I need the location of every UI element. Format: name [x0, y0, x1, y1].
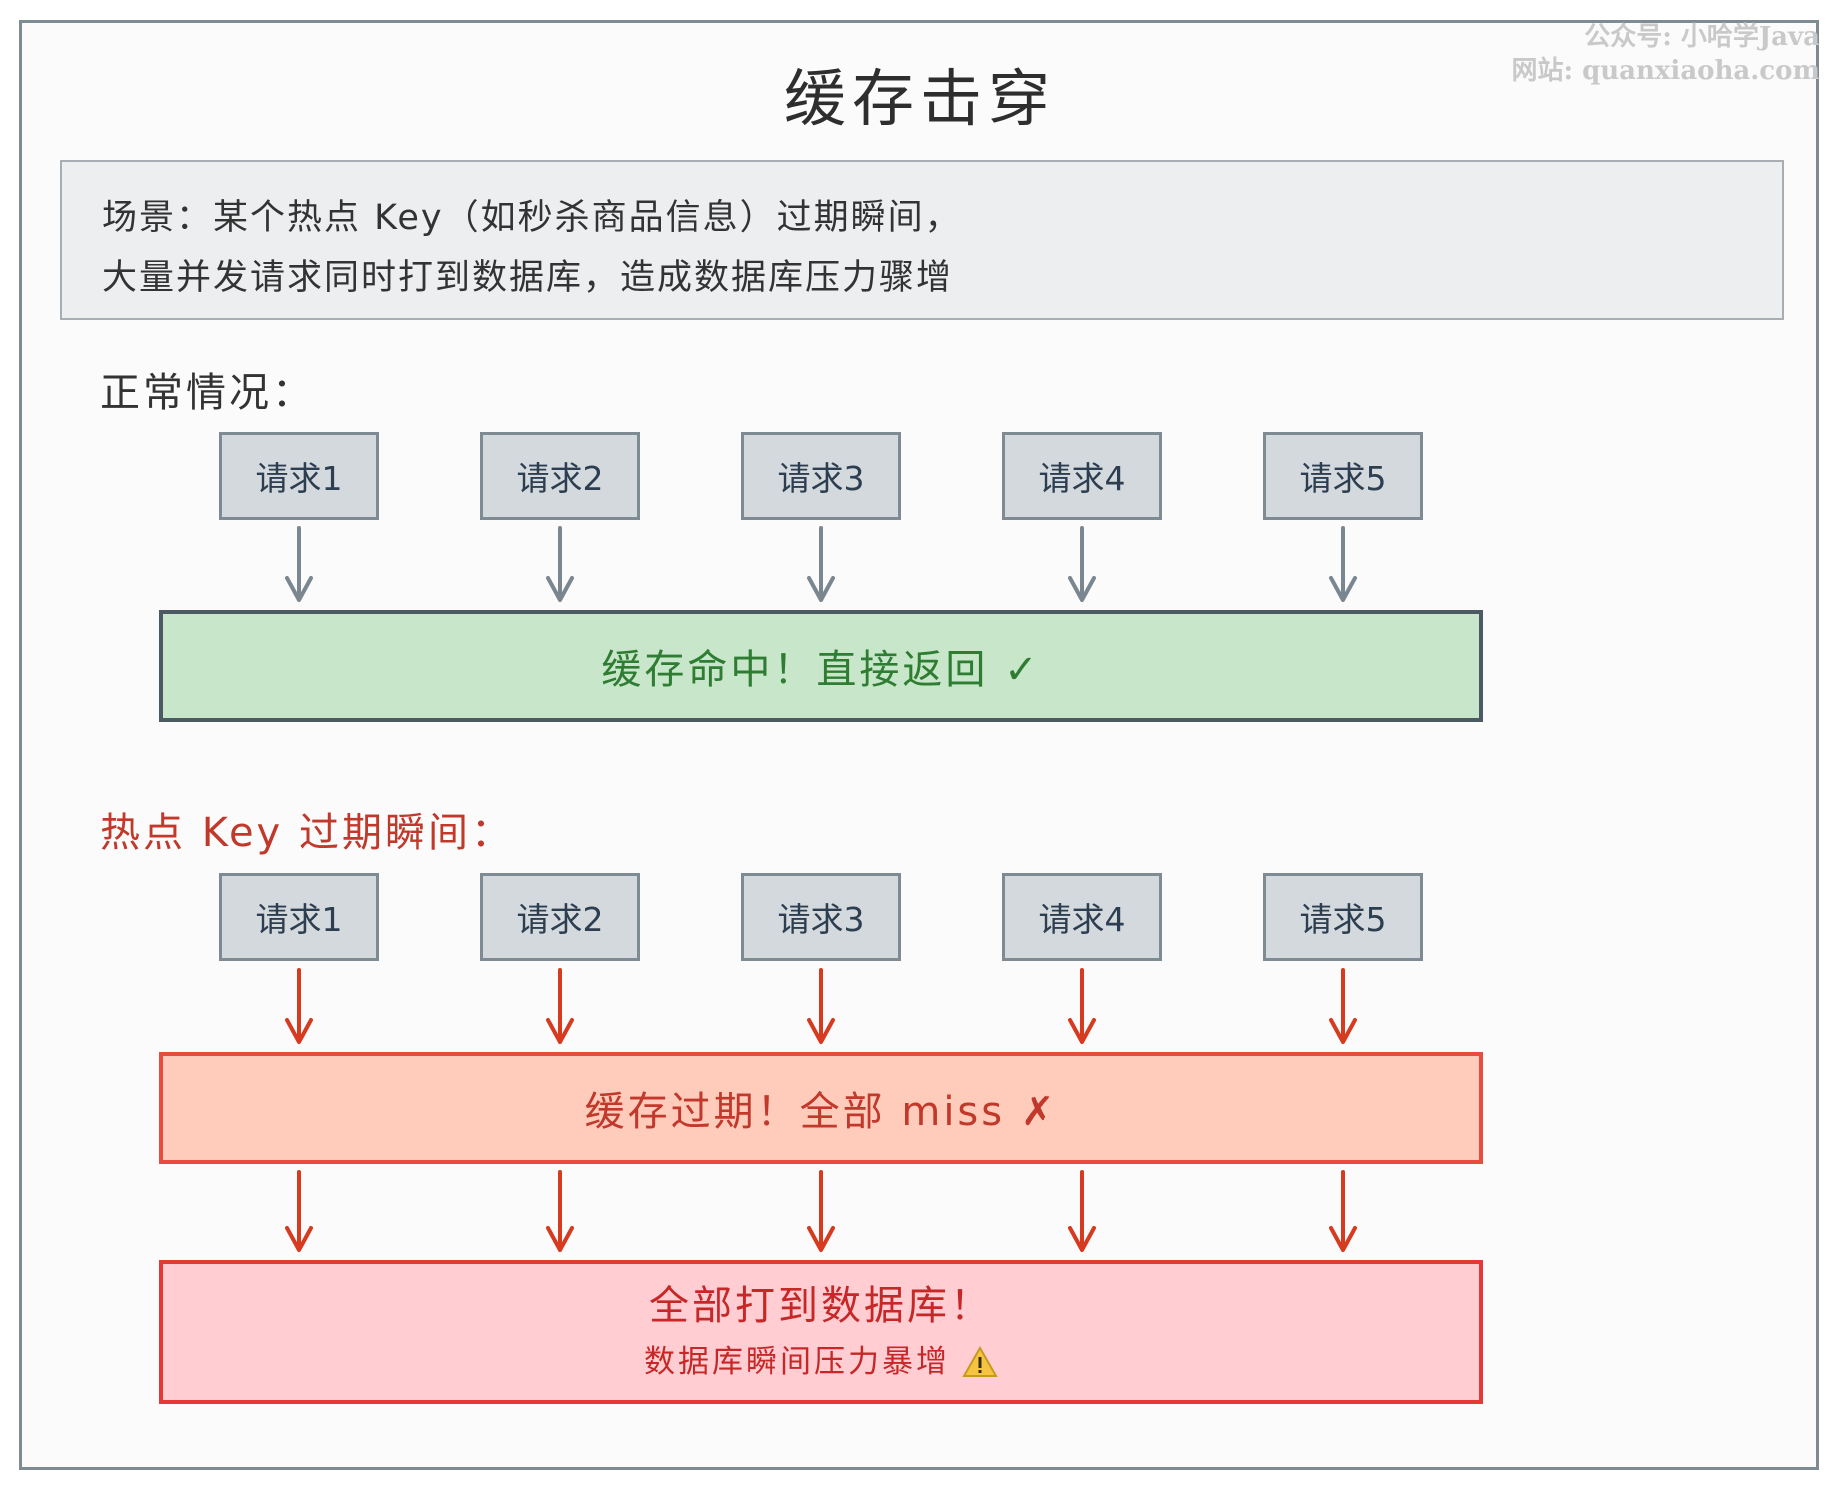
hot-request-3: 请求3: [741, 873, 901, 961]
database-sub-line: 数据库瞬间压力暴增: [644, 1336, 998, 1388]
warning-icon: [962, 1346, 998, 1377]
hot-request-1: 请求1: [219, 873, 379, 961]
watermark-site: 网站: quanxiaoha.com: [1511, 56, 1820, 86]
db-arrow-1: [285, 1170, 313, 1252]
scenario-line-2: 大量并发请求同时打到数据库，造成数据库压力骤增: [102, 258, 954, 298]
normal-section-label: 正常情况：: [100, 370, 315, 416]
normal-arrow-3: [807, 526, 835, 602]
database-sub-text: 数据库瞬间压力暴增: [644, 1344, 950, 1380]
hot-key-section-label: 热点 Key 过期瞬间：: [100, 810, 514, 856]
hot-arrow-5: [1329, 968, 1357, 1044]
database-main-text: 全部打到数据库！: [649, 1283, 993, 1329]
db-arrow-3: [807, 1170, 835, 1252]
cache-hit-text: 缓存命中！直接返回 ✓: [601, 647, 1041, 693]
cache-miss-bar: 缓存过期！全部 miss ✗: [159, 1052, 1483, 1164]
watermark-account: 公众号: 小哈学Java: [1584, 22, 1820, 52]
normal-request-3: 请求3: [741, 432, 901, 520]
normal-arrow-4: [1068, 526, 1096, 602]
normal-arrow-2: [546, 526, 574, 602]
diagram-title: 缓存击穿: [783, 62, 1056, 135]
db-arrow-5: [1329, 1170, 1357, 1252]
normal-request-2: 请求2: [480, 432, 640, 520]
cache-miss-text: 缓存过期！全部 miss ✗: [584, 1089, 1058, 1135]
scenario-line-1: 场景：某个热点 Key（如秒杀商品信息）过期瞬间，: [102, 198, 962, 238]
normal-request-4: 请求4: [1002, 432, 1162, 520]
cache-hit-bar: 缓存命中！直接返回 ✓: [159, 610, 1483, 722]
normal-arrow-1: [285, 526, 313, 602]
db-arrow-4: [1068, 1170, 1096, 1252]
hot-arrow-2: [546, 968, 574, 1044]
hot-request-2: 请求2: [480, 873, 640, 961]
scenario-box: 场景：某个热点 Key（如秒杀商品信息）过期瞬间， 大量并发请求同时打到数据库，…: [60, 160, 1784, 320]
hot-request-4: 请求4: [1002, 873, 1162, 961]
hot-arrow-4: [1068, 968, 1096, 1044]
database-bar: 全部打到数据库！ 数据库瞬间压力暴增: [159, 1260, 1483, 1404]
watermark: 公众号: 小哈学Java 网站: quanxiaoha.com: [1511, 20, 1820, 88]
hot-request-5: 请求5: [1263, 873, 1423, 961]
normal-arrow-5: [1329, 526, 1357, 602]
hot-arrow-1: [285, 968, 313, 1044]
normal-request-1: 请求1: [219, 432, 379, 520]
db-arrow-2: [546, 1170, 574, 1252]
hot-arrow-3: [807, 968, 835, 1044]
normal-request-5: 请求5: [1263, 432, 1423, 520]
